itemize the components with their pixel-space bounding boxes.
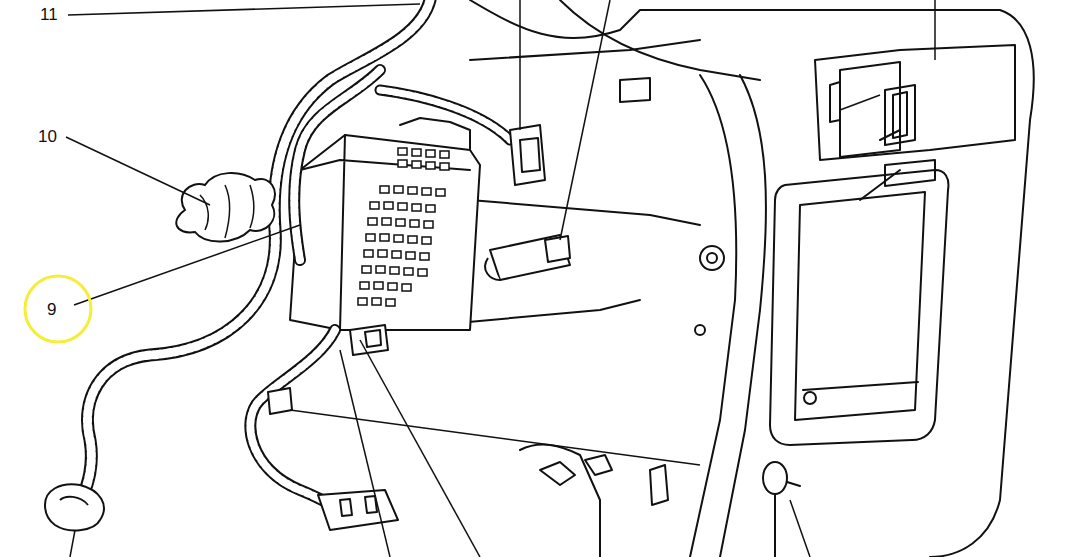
callout-number: 10 [38, 128, 57, 145]
callout-number: 11 [40, 6, 58, 23]
callout-number: 9 [47, 301, 56, 318]
